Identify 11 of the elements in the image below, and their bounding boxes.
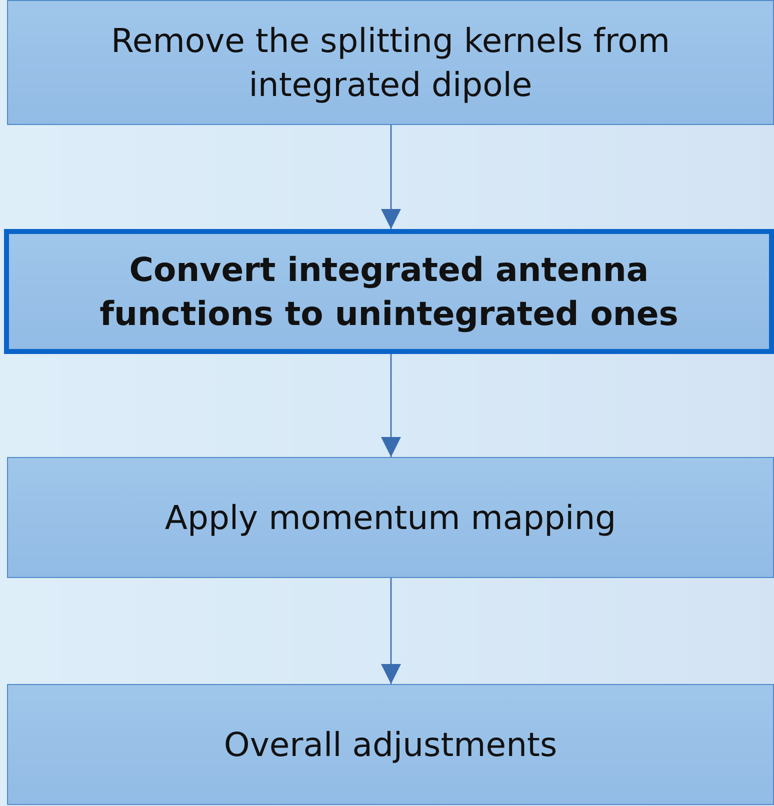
step-text: Apply momentum mapping	[164, 496, 618, 538]
process-box	[7, 684, 774, 805]
arrow	[381, 125, 401, 229]
arrow	[381, 354, 401, 457]
process-box	[7, 0, 774, 125]
arrow	[381, 578, 401, 684]
process-box	[7, 457, 774, 578]
step-text: Overall adjustments	[222, 724, 558, 766]
process-box	[4, 229, 774, 354]
step-text: Convert integrated antenna functions to unintegrated ones	[98, 248, 680, 334]
step-text: Remove the splitting kernels from integrated dipole	[110, 20, 672, 106]
